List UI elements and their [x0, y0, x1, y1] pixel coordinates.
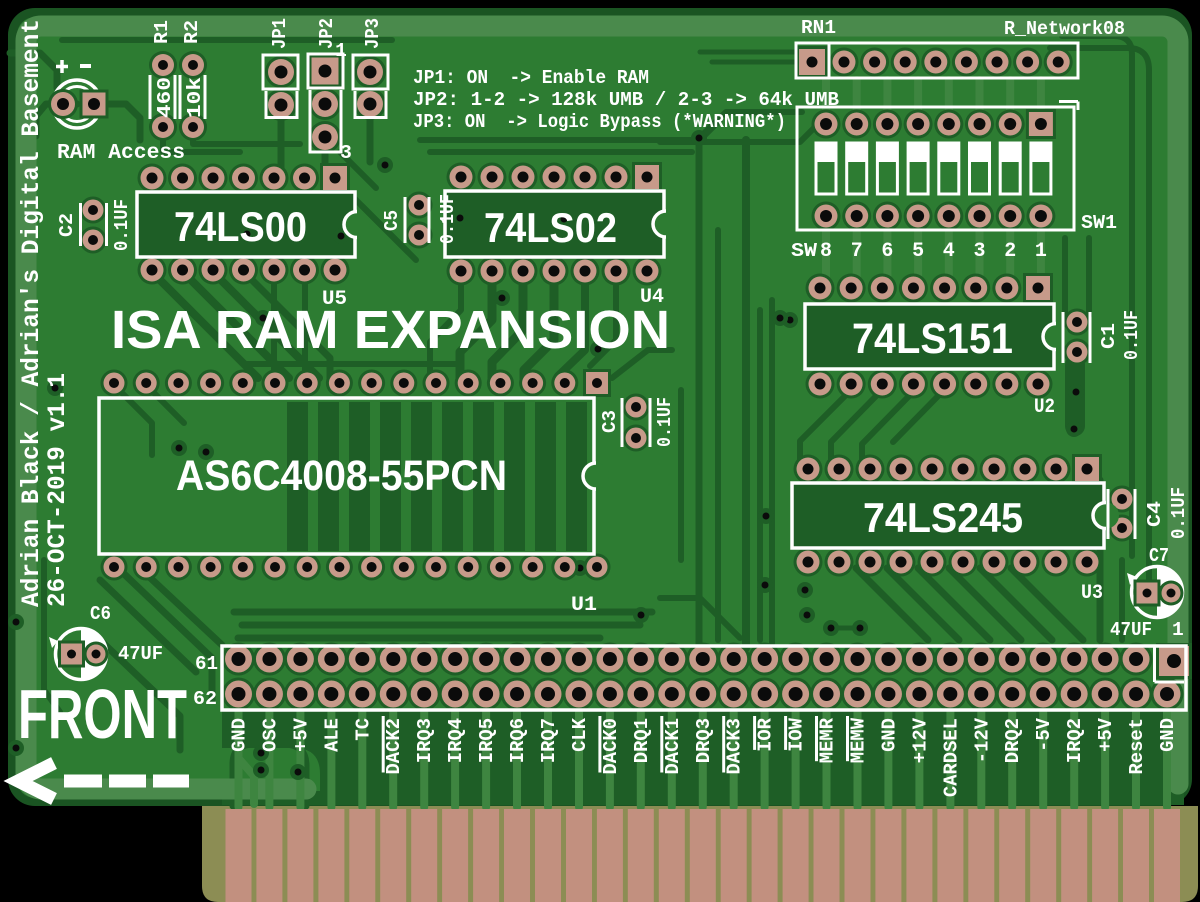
svg-text:4: 4 — [943, 240, 955, 263]
svg-text:10k: 10k — [184, 77, 206, 118]
svg-text:JP1: JP1 — [269, 18, 291, 49]
svg-text:MEMR: MEMR — [817, 717, 839, 763]
svg-text:74LS02: 74LS02 — [484, 204, 617, 251]
svg-text:3: 3 — [973, 240, 985, 263]
svg-text:C7: C7 — [1149, 545, 1169, 567]
svg-text:IOW: IOW — [786, 717, 808, 751]
svg-text:IRQ2: IRQ2 — [1064, 718, 1086, 763]
svg-text:IRQ3: IRQ3 — [414, 718, 436, 763]
svg-text:U5: U5 — [322, 288, 347, 311]
svg-text:61: 61 — [195, 653, 218, 675]
svg-text:C3: C3 — [599, 410, 621, 433]
svg-text:JP1: ON -> Enable RAM: JP1: ON -> Enable RAM — [413, 67, 649, 89]
svg-text:CARDSEL: CARDSEL — [940, 718, 962, 797]
svg-text:AS6C4008-55PCN: AS6C4008-55PCN — [176, 453, 507, 500]
svg-text:460: 460 — [154, 77, 176, 118]
svg-text:6: 6 — [881, 240, 893, 263]
svg-text:U3: U3 — [1081, 582, 1103, 605]
svg-text:IRQ5: IRQ5 — [476, 718, 498, 763]
svg-text:Adrian Black / Adrian's Digita: Adrian Black / Adrian's Digital Basement — [17, 19, 46, 607]
svg-text:C6: C6 — [90, 603, 111, 625]
svg-text:GND: GND — [1157, 718, 1179, 752]
svg-text:IOR: IOR — [755, 717, 777, 751]
svg-text:0.1UF: 0.1UF — [111, 199, 133, 251]
svg-text:JP2: JP2 — [316, 18, 338, 49]
svg-text:GND: GND — [878, 718, 900, 752]
svg-text:+5V: +5V — [1095, 717, 1117, 751]
svg-text:74LS151: 74LS151 — [852, 315, 1013, 363]
svg-text:74LS245: 74LS245 — [863, 494, 1023, 541]
svg-text:RAM Access: RAM Access — [57, 142, 185, 165]
svg-text:JP2: 1-2 -> 128k UMB / 2-3 ->: JP2: 1-2 -> 128k UMB / 2-3 -> 64k UMB — [413, 89, 839, 111]
svg-text:DRQ1: DRQ1 — [631, 718, 653, 763]
svg-text:RN1: RN1 — [801, 17, 836, 39]
svg-text:IRQ4: IRQ4 — [445, 718, 467, 763]
svg-text:TC: TC — [352, 718, 374, 741]
svg-text:2: 2 — [1004, 240, 1016, 263]
svg-text:DRQ3: DRQ3 — [693, 718, 715, 763]
svg-text:DACK3: DACK3 — [724, 718, 746, 775]
svg-text:U4: U4 — [640, 286, 664, 309]
svg-text:GND: GND — [229, 718, 251, 752]
svg-text:+5V: +5V — [290, 717, 312, 751]
svg-text:C4: C4 — [1144, 501, 1166, 527]
svg-text:FRONT: FRONT — [18, 675, 187, 753]
svg-text:C2: C2 — [56, 213, 78, 237]
svg-text:1: 1 — [1035, 240, 1047, 263]
svg-text:7: 7 — [851, 240, 863, 263]
svg-text:26-OCT-2019 v1.1: 26-OCT-2019 v1.1 — [43, 373, 72, 607]
svg-text:CLK: CLK — [569, 717, 591, 751]
svg-text:JP3: ON -> Logic Bypass (*WAR: JP3: ON -> Logic Bypass (*WARNING*) — [413, 111, 786, 133]
svg-text:IRQ6: IRQ6 — [507, 718, 529, 763]
svg-text:IRQ7: IRQ7 — [538, 718, 560, 763]
svg-text:+12V: +12V — [909, 717, 931, 763]
svg-text:0.1UF: 0.1UF — [1168, 487, 1190, 539]
svg-text:R1: R1 — [151, 20, 173, 44]
svg-text:JP3: JP3 — [362, 18, 384, 49]
svg-text:0.1UF: 0.1UF — [654, 397, 676, 447]
svg-text:47UF: 47UF — [1110, 619, 1152, 641]
svg-text:1: 1 — [1172, 619, 1184, 641]
svg-text:DACK0: DACK0 — [600, 718, 622, 775]
svg-text:0.1UF: 0.1UF — [1121, 310, 1143, 360]
svg-text:3: 3 — [340, 142, 352, 164]
svg-text:C5: C5 — [381, 210, 403, 231]
svg-text:Reset: Reset — [1126, 718, 1148, 775]
svg-text:-12V: -12V — [971, 717, 993, 763]
svg-text:MEMW: MEMW — [848, 717, 870, 763]
svg-text:8: 8 — [820, 240, 832, 263]
svg-text:1: 1 — [335, 40, 347, 62]
svg-text:ALE: ALE — [321, 718, 343, 752]
svg-text:62: 62 — [193, 688, 217, 710]
svg-text:-5V: -5V — [1033, 717, 1055, 751]
svg-text:0.1UF: 0.1UF — [437, 194, 459, 244]
svg-text:R_Network08: R_Network08 — [1004, 18, 1125, 40]
svg-text:OSC: OSC — [259, 718, 281, 752]
svg-text:U2: U2 — [1034, 396, 1055, 419]
svg-text:ISA RAM EXPANSION: ISA RAM EXPANSION — [111, 301, 670, 360]
svg-text:DRQ2: DRQ2 — [1002, 718, 1024, 763]
svg-text:74LS00: 74LS00 — [174, 203, 307, 250]
svg-text:R2: R2 — [181, 20, 203, 44]
svg-text:U1: U1 — [571, 594, 597, 617]
svg-text:SW1: SW1 — [1081, 212, 1117, 234]
svg-text:5: 5 — [912, 240, 924, 263]
svg-text:C1: C1 — [1098, 323, 1120, 349]
svg-text:DACK1: DACK1 — [662, 718, 684, 775]
svg-text:47UF: 47UF — [118, 643, 163, 665]
svg-text:DACK2: DACK2 — [383, 718, 405, 775]
svg-text:SW: SW — [791, 240, 817, 262]
